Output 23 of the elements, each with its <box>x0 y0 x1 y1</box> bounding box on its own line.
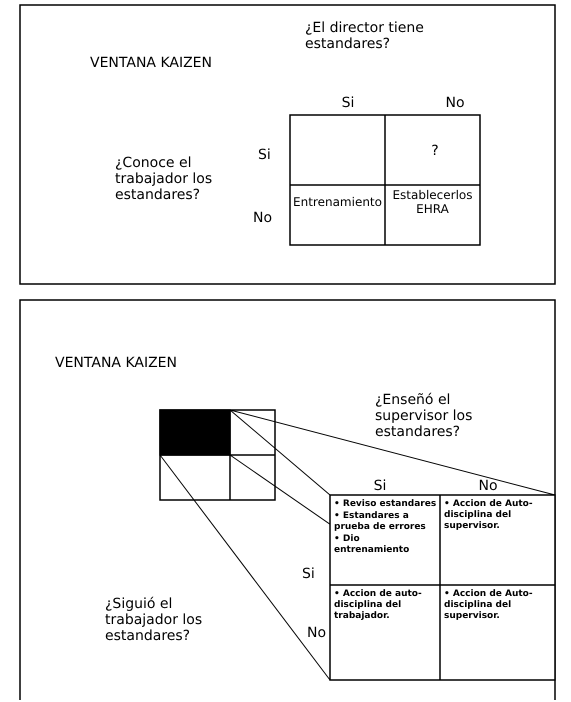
row-header: No <box>253 210 274 226</box>
heading: VENTANA KAIZEN <box>90 55 213 71</box>
column-header: Si <box>340 95 356 111</box>
column-header: Si <box>372 478 388 494</box>
heading: VENTANA KAIZEN <box>55 355 178 371</box>
column-header: No <box>477 478 499 494</box>
cell-text: Entrenamiento <box>292 195 383 209</box>
column-header: No <box>444 95 466 111</box>
question: ¿Siguió el trabajador los estandares? <box>105 596 204 644</box>
cell-text: ? <box>430 143 440 159</box>
cell-text: • Estandares a prueba de errores <box>334 511 427 533</box>
question: ¿Conoce el trabajador los estandares? <box>115 155 214 203</box>
cell-text: Establecerlos EHRA <box>391 188 474 216</box>
question: ¿Enseñó el supervisor los estandares? <box>375 392 474 440</box>
cell-text: • Dio entrenamiento <box>334 534 410 556</box>
row-header: Si <box>302 566 316 582</box>
question: ¿El director tiene estandares? <box>305 20 425 52</box>
cell-text: • Accion de Auto-disciplina del supervisor. <box>444 499 534 532</box>
row-header: No <box>307 625 328 641</box>
cell-text: • Accion de auto-disciplina del trabajador. <box>334 589 423 622</box>
cell-text: • Accion de Auto-disciplina del supervisor. <box>444 589 534 622</box>
cell-text: • Reviso estandares <box>334 499 438 510</box>
row-header: Si <box>258 147 272 163</box>
